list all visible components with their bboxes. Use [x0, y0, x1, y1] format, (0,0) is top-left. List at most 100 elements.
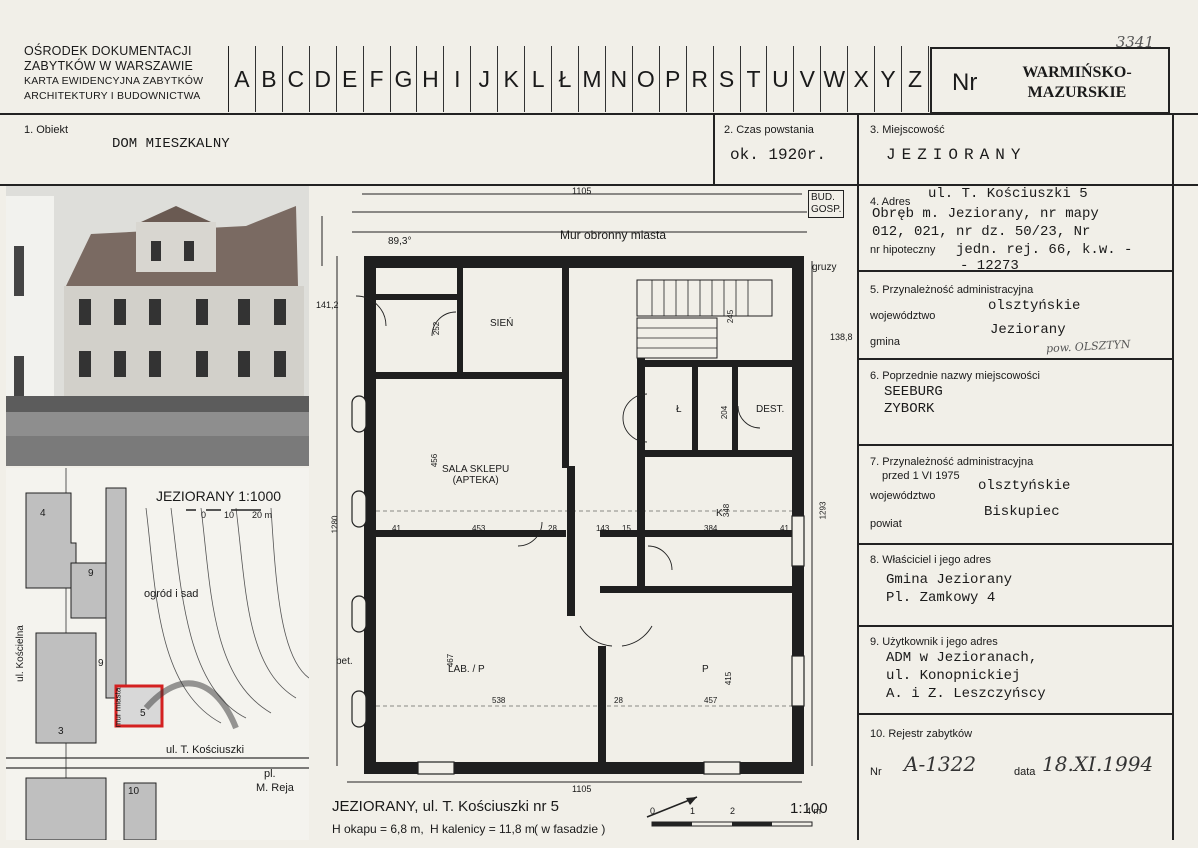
przyn1975-label-1: 7. Przynależność administracyjna — [870, 456, 1034, 468]
map-bld-9a: 9 — [88, 568, 94, 579]
building-photograph — [6, 186, 309, 466]
map-bld-4: 4 — [40, 508, 46, 519]
alphabet-letter: G — [391, 46, 418, 112]
room-sala-line-2: (APTEKA) — [452, 475, 499, 486]
dim-143: 143 — [596, 524, 610, 533]
alphabet-letter: D — [310, 46, 337, 112]
alphabet-letter: A — [229, 46, 256, 112]
divider-right-column — [857, 113, 859, 840]
plan-h-kalenicy: H kalenicy = 11,8 m — [430, 822, 535, 836]
bud-gosp-line-2: GOSP. — [811, 204, 842, 215]
room-lab-p: LAB. / P — [448, 664, 485, 675]
map-bld-5: 5 — [140, 708, 146, 719]
site-map: JEZIORANY 1:1000 0 10 20 m ul. Kościelna… — [6, 468, 309, 840]
plan-h-okapu: H okapu = 6,8 m, — [332, 822, 424, 836]
header-divider — [0, 113, 1198, 115]
poprzednie-name-1: SEEBURG — [884, 384, 943, 400]
site-map-drawing — [6, 468, 309, 840]
dim-415: 415 — [724, 671, 734, 686]
alphabet-letter: Z — [902, 46, 929, 112]
wlasciciel-label: 8. Właściciel i jego adres — [870, 554, 992, 566]
adres-line-3: 012, 021, nr dz. 50/23, Nr — [872, 224, 1091, 240]
woj1975-label: województwo — [870, 490, 936, 502]
scale-2: 2 — [730, 806, 736, 816]
room-dest: DEST. — [756, 404, 785, 415]
rejestr-data-value: 18.XI.1994 — [1042, 752, 1154, 776]
przyn1975-label-2: przed 1 VI 1975 — [882, 470, 960, 482]
scale-bar — [651, 821, 813, 827]
institution-line-1: OŚRODEK DOKUMENTACJI — [24, 44, 192, 58]
map-title: JEZIORANY 1:1000 — [156, 488, 282, 504]
map-scale-10: 10 — [224, 510, 235, 520]
alphabet-letter: K — [498, 46, 526, 112]
uzytkownik-line-3: A. i Z. Leszczyńscy — [886, 686, 1046, 702]
wlasciciel-line-1: Gmina Jeziorany — [886, 572, 1013, 588]
dim-28a: 28 — [548, 524, 557, 533]
obiekt-label: 1. Obiekt — [24, 124, 69, 136]
map-bld-3: 3 — [58, 726, 64, 737]
room-sien: SIEŃ — [490, 318, 514, 329]
uzytkownik-label: 9. Użytkownik i jego adres — [870, 636, 998, 648]
scale-1: 1 — [690, 806, 696, 816]
czas-value: ok. 1920r. — [730, 146, 827, 164]
adres-line-2: Obręb m. Jeziorany, nr mapy — [872, 206, 1099, 222]
divider-after-5 — [857, 358, 1172, 360]
alphabet-letter: U — [767, 46, 795, 112]
alphabet-letter: J — [471, 46, 499, 112]
dim-41a: 41 — [392, 524, 401, 533]
alphabet-letter: S — [714, 46, 741, 112]
alphabet-letter: N — [606, 46, 633, 112]
gmina-label: gmina — [870, 336, 900, 348]
divider-after-6 — [857, 444, 1172, 446]
plan-level-left: 141,2 — [316, 300, 339, 310]
alphabet-letter: R — [687, 46, 714, 112]
rejestr-data-label: data — [1014, 766, 1036, 778]
uzytkownik-line-2: ul. Konopnickiej — [886, 668, 1021, 684]
map-mur-miasta: mur miasta — [113, 687, 123, 728]
dim-457: 457 — [704, 696, 718, 705]
alphabet-letter: W — [821, 46, 849, 112]
top-row-divider — [0, 184, 1198, 186]
przynaleznosc-label: 5. Przynależność administracyjna — [870, 284, 1034, 296]
plan-gruzy: gruzy — [812, 262, 837, 273]
divider-after-8 — [857, 625, 1172, 627]
divider-obiekt — [713, 113, 715, 185]
obiekt-value: DOM MIESZKALNY — [112, 136, 230, 152]
adres-label: 4. Adres — [870, 196, 911, 208]
powiat-label: powiat — [870, 518, 902, 530]
plan-fasada: ( w fasadzie ) — [534, 822, 606, 836]
north-arrow-icon — [646, 796, 698, 818]
dim-538: 538 — [492, 696, 506, 705]
wojewodztwo-label: województwo — [870, 310, 936, 322]
nr-box: Nr WARMIŃSKO- MAZURSKIE 3341 — [930, 33, 1170, 114]
floor-plan: 1105 1105 BUD. GOSP. 89,3° Mur obronny m… — [312, 186, 856, 840]
map-street-koscuszki: ul. T. Kościuszki — [166, 744, 245, 756]
card-line-2: ARCHITEKTURY I BUDOWNICTWA — [24, 90, 201, 102]
alphabet-letter: T — [741, 46, 768, 112]
wlasciciel-line-2: Pl. Zamkowy 4 — [886, 590, 996, 606]
alphabet-letter: I — [444, 46, 472, 112]
dim-467: 467 — [446, 653, 456, 668]
bud-gosp-line-1: BUD. — [811, 192, 835, 203]
map-scale-0: 0 — [201, 510, 207, 520]
czas-label: 2. Czas powstania — [724, 124, 814, 136]
rejestr-label: 10. Rejestr zabytków — [870, 728, 973, 740]
adres-line-4: jedn. rej. 66, k.w. - — [956, 242, 1133, 258]
plan-level-right: 138,8 — [830, 332, 853, 342]
uzytkownik-line-1: ADM w Jezioranach, — [886, 650, 1038, 666]
plan-mur-obronny: Mur obronny miasta — [560, 228, 667, 242]
alphabet-letter: Y — [875, 46, 903, 112]
nr-region-line-2: MAZURSKIE — [1027, 84, 1127, 101]
gmina-value: Jeziorany — [990, 322, 1066, 338]
dim-15: 15 — [622, 524, 631, 533]
miejscowosc-value: JEZIORANY — [886, 146, 1027, 164]
map-bld-10: 10 — [128, 786, 140, 797]
alphabet-letter: E — [337, 46, 364, 112]
plan-caption: JEZIORANY, ul. T. Kościuszki nr 5 — [332, 798, 560, 815]
map-street-koscielna: ul. Kościelna — [14, 625, 26, 682]
room-sala-line-1: SALA SKLEPU — [442, 464, 510, 475]
plan-dim-bottom: 1105 — [572, 784, 592, 794]
alphabet-letter: Ł — [552, 46, 579, 112]
plan-dim-top: 1105 — [572, 186, 592, 196]
